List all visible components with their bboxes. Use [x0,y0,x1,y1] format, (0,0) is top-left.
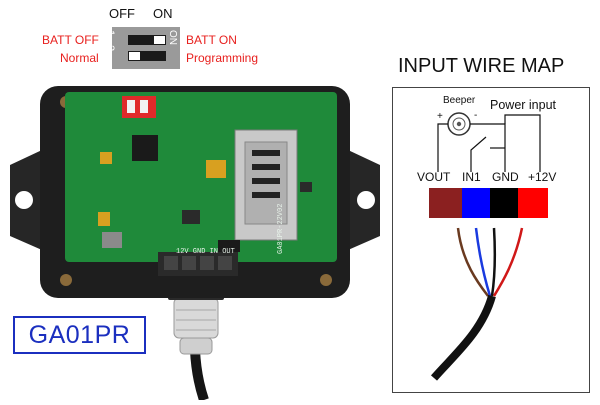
12v-color-block [518,188,548,218]
gnd-color-block [490,188,518,218]
wire-label-12v: +12V [528,170,557,184]
device-photo: 12V GND IN OUT GA01PR-22V02 [0,80,390,402]
batt-on-label: BATT ON [186,33,237,47]
normal-mode-label: Normal [60,51,99,65]
wire-map-frame [392,87,590,393]
batt-off-label: BATT OFF [42,33,99,47]
beeper-plus-label: + [437,111,443,122]
board-silkscreen: GA01PR-22V02 [277,204,285,254]
dip-switch-diagram [112,27,180,69]
model-name: GA01PR [28,320,131,349]
dip-off-label: OFF [109,6,135,21]
beeper-label: Beeper [443,95,476,106]
programming-mode-label: Programming [186,51,259,65]
wire-label-gnd: GND [492,170,519,184]
terminal-silkscreen: 12V GND IN OUT [176,248,235,256]
dip-pos2-label: 2 [104,45,116,52]
in1-color-block [462,188,490,218]
beeper-minus-label: - [474,110,478,121]
wire-map-diagram [392,87,590,393]
wire-label-in1: IN1 [462,170,481,184]
dip-on-label: ON [153,6,173,21]
model-label-box: GA01PR [13,316,146,354]
vout-color-block [429,188,462,218]
wire-map-title: INPUT WIRE MAP [398,55,565,77]
dip-switch-on-text: ON [167,30,178,45]
power-input-label: Power input [490,98,557,112]
dip-pos1-label: 1 [104,30,116,37]
wire-label-vout: VOUT [417,170,451,184]
